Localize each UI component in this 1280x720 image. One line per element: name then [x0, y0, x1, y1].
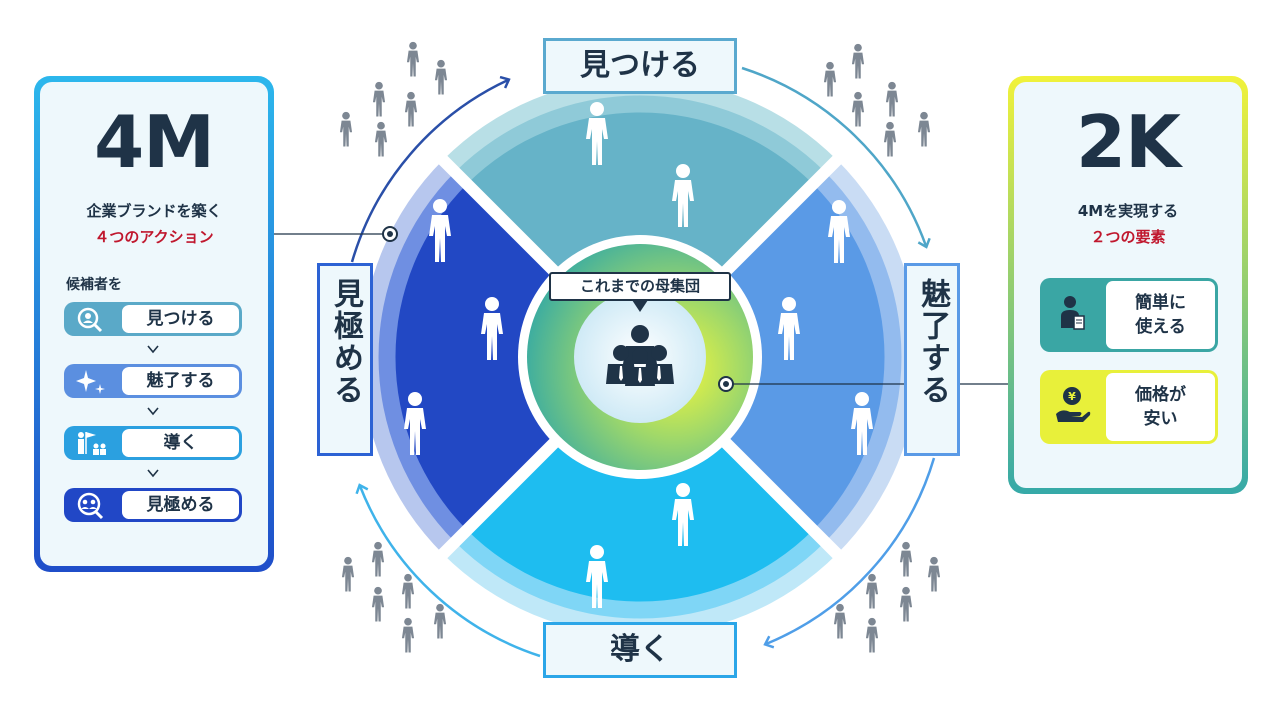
arrow-bottom-left	[355, 483, 541, 658]
cycle-label-find: 見つける	[543, 38, 737, 94]
element-easy-to-use: 簡単に使える	[1040, 278, 1218, 352]
quadrants	[395, 112, 885, 602]
step-guide: 導く	[64, 426, 242, 460]
cycle-label-guide: 導く	[543, 622, 737, 678]
element-low-price: ¥ 価格が安い	[1040, 370, 1218, 444]
panel-4m-prefix: 候補者を	[66, 277, 122, 293]
element-easy-to-use-label: 簡単に使える	[1106, 281, 1215, 349]
center-label-pointer	[632, 300, 648, 312]
panel-2k-subtitle-emphasis: ２つの要素	[1090, 228, 1166, 246]
panel-2k-title: 2K	[1076, 100, 1181, 184]
step-find-label: 見つける	[122, 305, 239, 333]
element-low-price-label: 価格が安い	[1106, 373, 1215, 441]
step-assess: 見極める	[64, 488, 242, 522]
chevron-down-icon	[147, 345, 159, 354]
element-price-line1: 価格が	[1135, 385, 1186, 405]
step-guide-label: 導く	[122, 429, 239, 457]
arrow-right-bottom	[763, 457, 936, 649]
quadrant-assess	[395, 184, 640, 530]
panel-4m-subtitle-emphasis: ４つのアクション	[94, 228, 214, 246]
guide-flag-icon	[64, 426, 118, 460]
user-document-icon	[1040, 278, 1104, 352]
inspect-person-icon	[64, 488, 118, 522]
cycle-label-assess: 見極める	[317, 263, 373, 456]
cycle-label-attract-text: 魅了する	[915, 278, 950, 406]
panel-4m-subtitle: 企業ブランドを築く	[86, 202, 222, 220]
arrow-left-top	[350, 75, 511, 263]
search-person-icon	[64, 302, 118, 336]
quadrant-guide	[467, 357, 813, 602]
element-price-line2: 安い	[1143, 409, 1178, 429]
step-assess-label: 見極める	[122, 491, 239, 519]
element-easy-line1: 簡単に	[1135, 293, 1186, 313]
arrow-top-right	[741, 66, 931, 249]
chevron-down-icon	[147, 407, 159, 416]
step-attract-label: 魅了する	[122, 367, 239, 395]
svg-text:¥: ¥	[1068, 390, 1076, 403]
center-label: これまでの母集団	[549, 272, 731, 301]
panel-2k-subtitle: 4Mを実現する	[1077, 202, 1179, 220]
quadrant-find	[467, 112, 813, 358]
chevron-down-icon	[147, 469, 159, 478]
group-ties	[619, 366, 661, 383]
quadrant-attract	[640, 184, 885, 530]
cycle-label-assess-text: 見極める	[328, 278, 363, 406]
yen-hand-icon: ¥	[1040, 370, 1104, 444]
panel-4m-title: 4M	[94, 100, 215, 184]
step-find: 見つける	[64, 302, 242, 336]
sparkle-icon	[64, 364, 118, 398]
cycle-label-attract: 魅了する	[904, 263, 960, 456]
step-attract: 魅了する	[64, 364, 242, 398]
element-easy-line2: 使える	[1135, 317, 1186, 337]
